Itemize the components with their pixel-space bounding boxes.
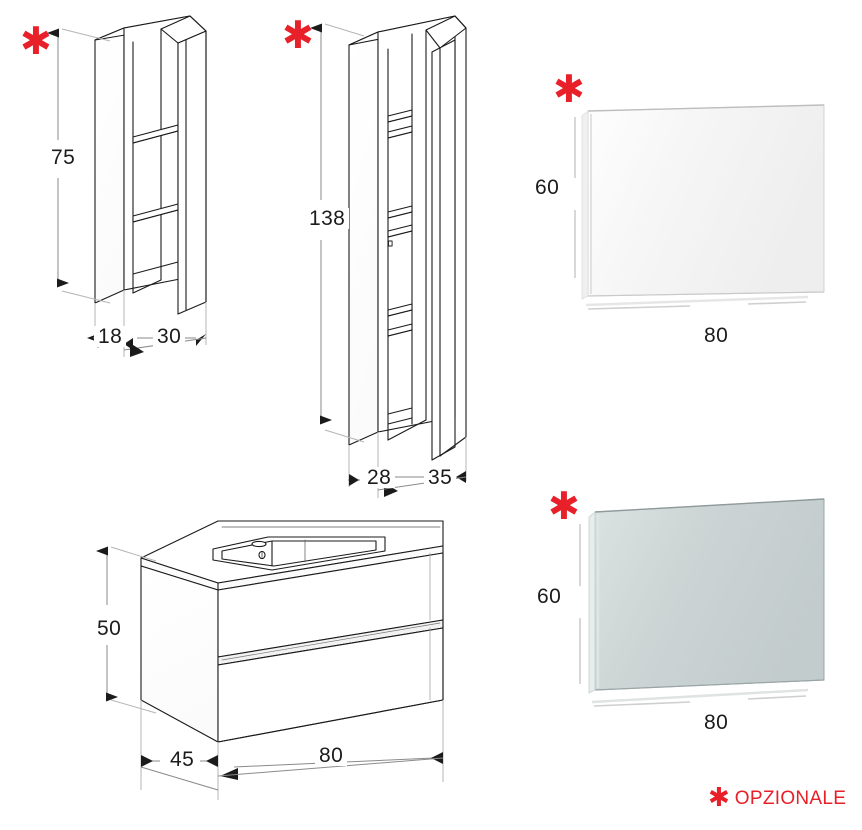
dimension-label-mirror-tinted-height: 60	[533, 586, 566, 607]
dimension-label-mirror-plain-height: 60	[531, 177, 564, 198]
wall-cabinet-height-dimension	[47, 28, 111, 304]
mirror-tinted-drawing	[588, 498, 825, 704]
optional-star-mirror-tinted: ✱	[548, 484, 580, 528]
dimension-label-wall-cabinet-height: 75	[47, 147, 80, 168]
mirror-tinted-dimensions	[579, 524, 807, 707]
optional-star-tall-cabinet: ✱	[282, 13, 314, 57]
dimension-label-vanity-width: 80	[315, 745, 348, 766]
dimension-label-vanity-height: 50	[93, 618, 126, 639]
tall-cabinet-drawing	[348, 15, 467, 461]
tall-cabinet-height-dimension	[310, 23, 365, 443]
mirror-plain-drawing	[581, 104, 825, 307]
vanity-plan-dimensions	[140, 700, 444, 800]
dimension-label-tall-cabinet-depth: 28	[363, 467, 396, 488]
mirror-plain-dimensions	[574, 117, 807, 310]
legend-optional: ✱ OPZIONALE	[708, 785, 846, 811]
vanity-height-dimension	[96, 546, 157, 714]
vanity-unit-drawing	[140, 520, 444, 743]
dimension-label-mirror-plain-width: 80	[700, 325, 733, 346]
optional-star-wall-cabinet: ✱	[20, 19, 52, 63]
dimension-label-tall-cabinet-width: 35	[424, 467, 457, 488]
dimension-label-wall-cabinet-depth: 18	[94, 326, 127, 347]
legend-star-icon: ✱	[708, 783, 730, 813]
dimension-label-tall-cabinet-height: 138	[305, 208, 350, 229]
wall-cabinet-drawing	[94, 15, 207, 315]
dimension-label-wall-cabinet-width: 30	[153, 326, 186, 347]
dimension-label-vanity-depth: 45	[166, 749, 199, 770]
legend-label: OPZIONALE	[734, 787, 847, 809]
dimension-label-mirror-tinted-width: 80	[700, 712, 733, 733]
optional-star-mirror-plain: ✱	[553, 67, 585, 111]
